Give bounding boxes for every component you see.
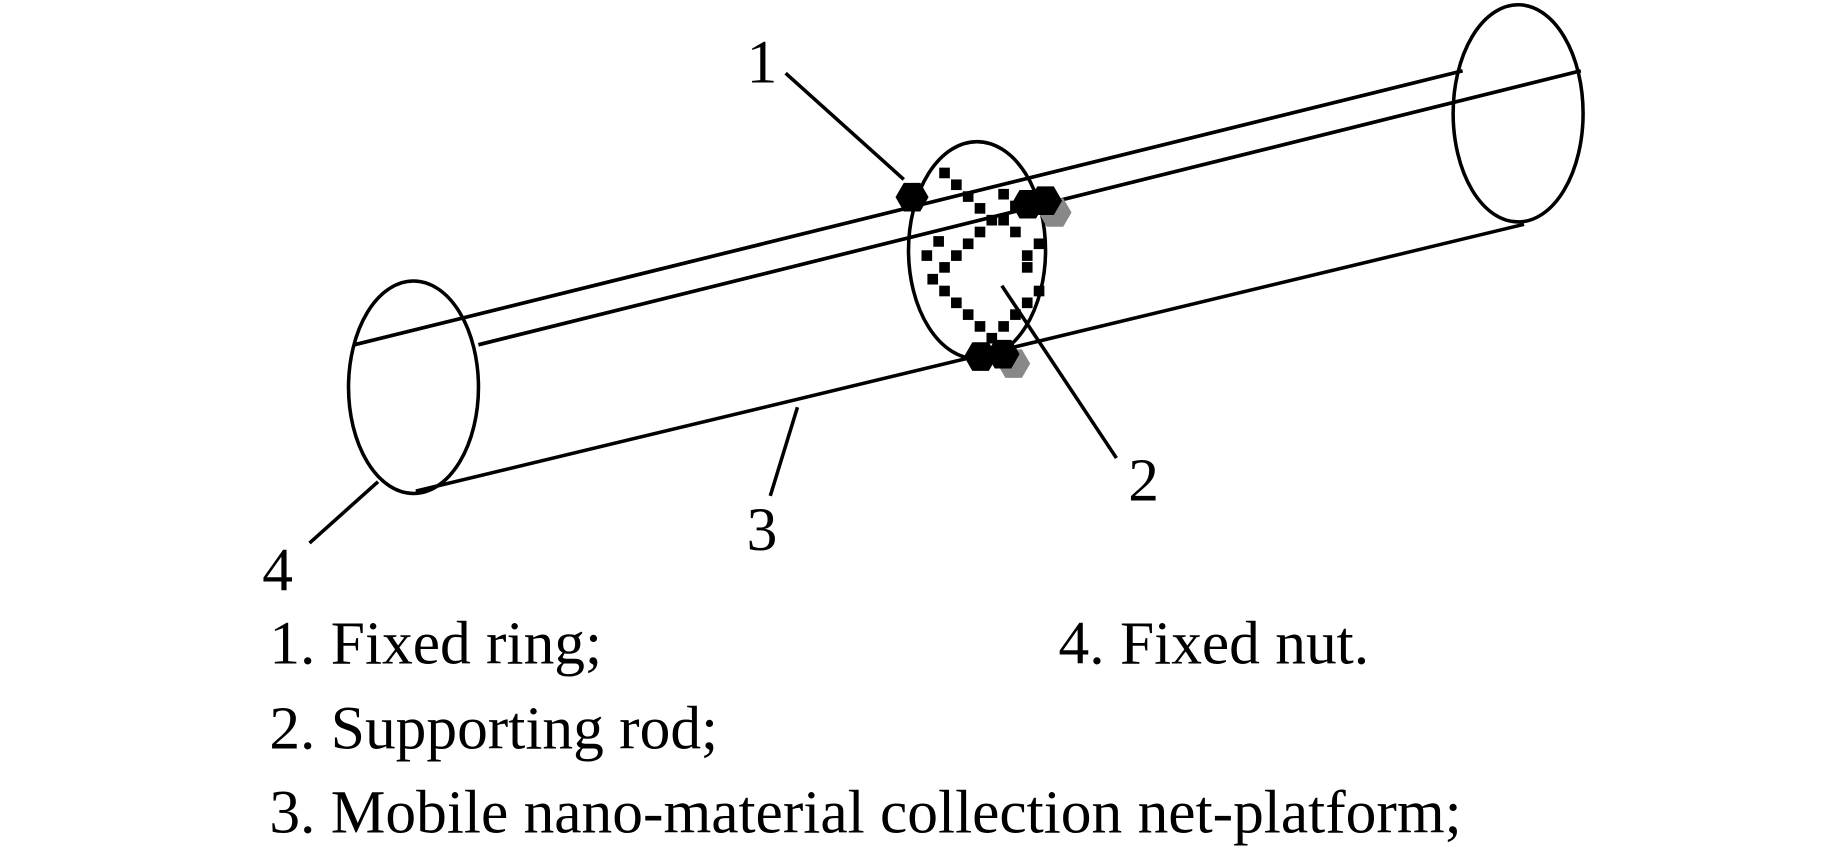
net-cell [1033,238,1045,250]
net-cell [1021,262,1033,273]
net-cell [1010,226,1021,238]
net-cell [974,203,986,214]
net-cell [998,188,1009,200]
net-cell [1033,285,1045,297]
legend-item-4: 4. Fixed nut. [1059,609,1370,677]
collection-net [921,167,1045,344]
net-cell [1021,250,1033,261]
callout-4: 4 [262,536,293,604]
fixed-nut-icon [986,339,1020,369]
legend-item-2: 2. Supporting rod; [269,694,718,762]
leader-3 [768,406,800,497]
net-cell [998,321,1009,332]
net-cell [1010,309,1021,320]
net-cell [933,236,944,247]
net-cell [974,321,986,332]
leader-lines [308,71,1118,545]
right-end-ellipse [1451,2,1585,224]
fixed-nut-icon [1029,186,1063,215]
net-cell [951,297,962,309]
net-cell [974,226,986,238]
net-cell [951,250,962,261]
fixed-ring [353,69,1582,361]
net-cell [921,250,933,261]
callout-2: 2 [1128,447,1159,515]
fixed-nut-icon [895,182,929,212]
net-cell [927,273,939,285]
fixed-nut-icon [964,342,998,371]
callout-3: 3 [747,496,778,564]
leader-2 [1000,284,1118,460]
leader-4 [308,480,380,545]
net-cell [1021,297,1033,309]
leader-1 [784,71,905,181]
callout-1: 1 [747,29,778,97]
net-cell [939,167,950,179]
fixed-nuts [895,182,1072,378]
net-cell [986,332,998,344]
net-cell [962,309,974,320]
net-cell [998,214,1009,226]
net-cell [939,285,950,297]
legend-item-1: 1. Fixed ring; [269,609,602,677]
net-cell [951,179,962,191]
net-cell [939,262,950,273]
net-cell [962,238,974,250]
left-end-ellipse [346,279,481,496]
net-cell [986,214,998,226]
legend-item-3: 3. Mobile nano-material collection net-p… [269,778,1461,846]
net-cell [962,191,974,202]
